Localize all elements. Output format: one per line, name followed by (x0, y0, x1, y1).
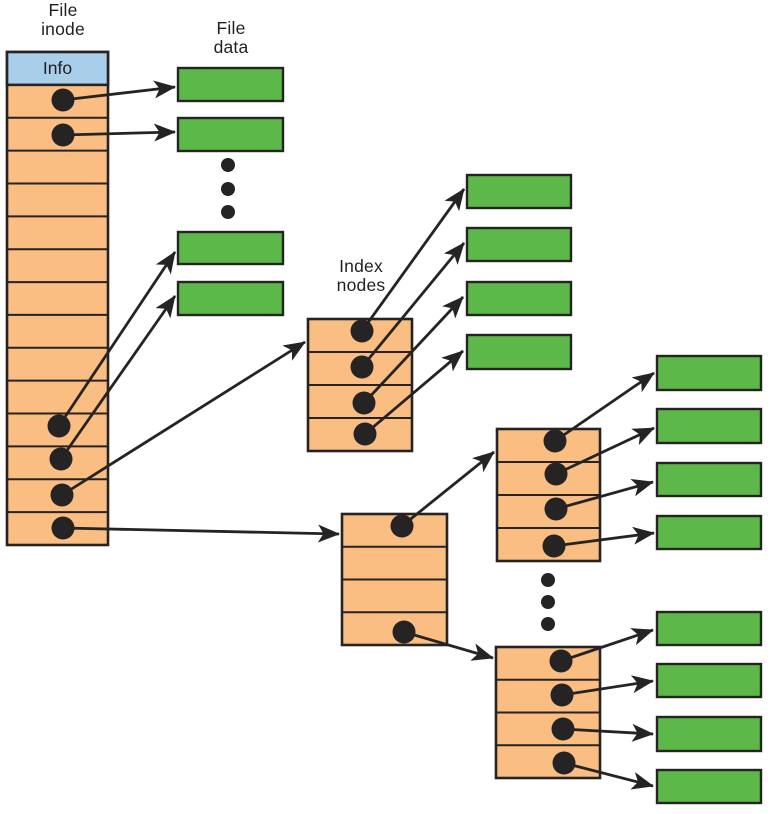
pointer-dot (51, 516, 75, 540)
file-data-label-line2: data (213, 37, 249, 57)
inode-info-cell-label: Info (42, 58, 73, 78)
pointer-arrow (57, 251, 177, 427)
pointer-arrow (562, 723, 654, 742)
pointer-arrow (401, 450, 495, 528)
file-data-block (176, 280, 285, 317)
pointer-dot (543, 429, 567, 453)
file-inode-label-line2: inode (41, 19, 85, 39)
pointer-arrow (555, 478, 654, 511)
pointer-dot (51, 123, 75, 147)
pointer-arrow (403, 630, 494, 661)
file-data-block (655, 768, 763, 805)
file-data-block (655, 662, 763, 699)
file-inode-table-header-cell (5, 50, 110, 87)
pointer-dot (352, 391, 376, 415)
ellipsis-dot (541, 573, 555, 587)
pointer-dot (47, 414, 71, 438)
pointer-arrow (59, 295, 177, 460)
pointer-arrow (563, 761, 654, 790)
file-data-block (655, 715, 763, 753)
pointer-dot (550, 683, 574, 707)
double-indirect-level2-lower-table (494, 645, 602, 780)
pointer-arrow (362, 296, 465, 404)
ellipsis-dot (221, 158, 235, 172)
pointer-dot (390, 514, 414, 538)
index-nodes-label-line2: nodes (336, 275, 386, 295)
index-nodes-label-line1: Index (339, 256, 383, 276)
pointer-arrow (360, 242, 466, 368)
pointer-arrow (62, 524, 340, 543)
file-data-label: File data (181, 19, 281, 57)
pointer-arrow (364, 349, 464, 436)
file-data-block (465, 173, 573, 210)
pointer-arrow (62, 123, 176, 142)
file-data-block (176, 66, 285, 103)
pointer-dot (350, 319, 374, 343)
pointer-arrow (62, 80, 176, 102)
file-data-block (655, 407, 763, 445)
pointer-arrow (561, 675, 654, 697)
file-data-block (655, 461, 763, 498)
pointer-dot (552, 751, 576, 775)
ellipsis-dot (221, 182, 235, 196)
index-nodes-label: Index nodes (311, 257, 411, 295)
pointer-dot (50, 483, 74, 507)
file-data-block (655, 610, 763, 647)
pointer-arrow (61, 340, 306, 497)
file-data-label-line1: File (216, 18, 246, 38)
ellipsis-dot (541, 595, 555, 609)
file-data-block (655, 354, 763, 392)
pointer-arrow (554, 371, 655, 443)
pointer-dot (549, 649, 573, 673)
pointer-arrow (560, 628, 654, 663)
pointer-dot (350, 355, 374, 379)
file-inode-label: File inode (13, 1, 113, 39)
pointer-dot (551, 717, 575, 741)
file-data-block (655, 514, 763, 551)
file-data-block (465, 333, 573, 371)
pointer-dot (544, 462, 568, 486)
file-data-block (176, 116, 285, 153)
pointer-arrow (553, 526, 655, 548)
pointer-arrow (360, 188, 466, 332)
pointer-dot (353, 422, 377, 446)
pointer-dot (544, 497, 568, 521)
pointer-dot (542, 534, 566, 558)
diagram-shapes (5, 50, 763, 805)
file-data-block (465, 280, 573, 317)
file-inode-label-line1: File (48, 0, 78, 20)
file-data-block (465, 226, 573, 263)
ellipsis-dot (541, 617, 555, 631)
file-data-block (176, 230, 285, 266)
ellipsis-dot (221, 205, 235, 219)
pointer-arrow (555, 426, 655, 476)
pointer-dot (49, 447, 73, 471)
pointer-dot (51, 88, 75, 112)
pointer-dot (392, 620, 416, 644)
double-indirect-level1-table (340, 512, 449, 647)
